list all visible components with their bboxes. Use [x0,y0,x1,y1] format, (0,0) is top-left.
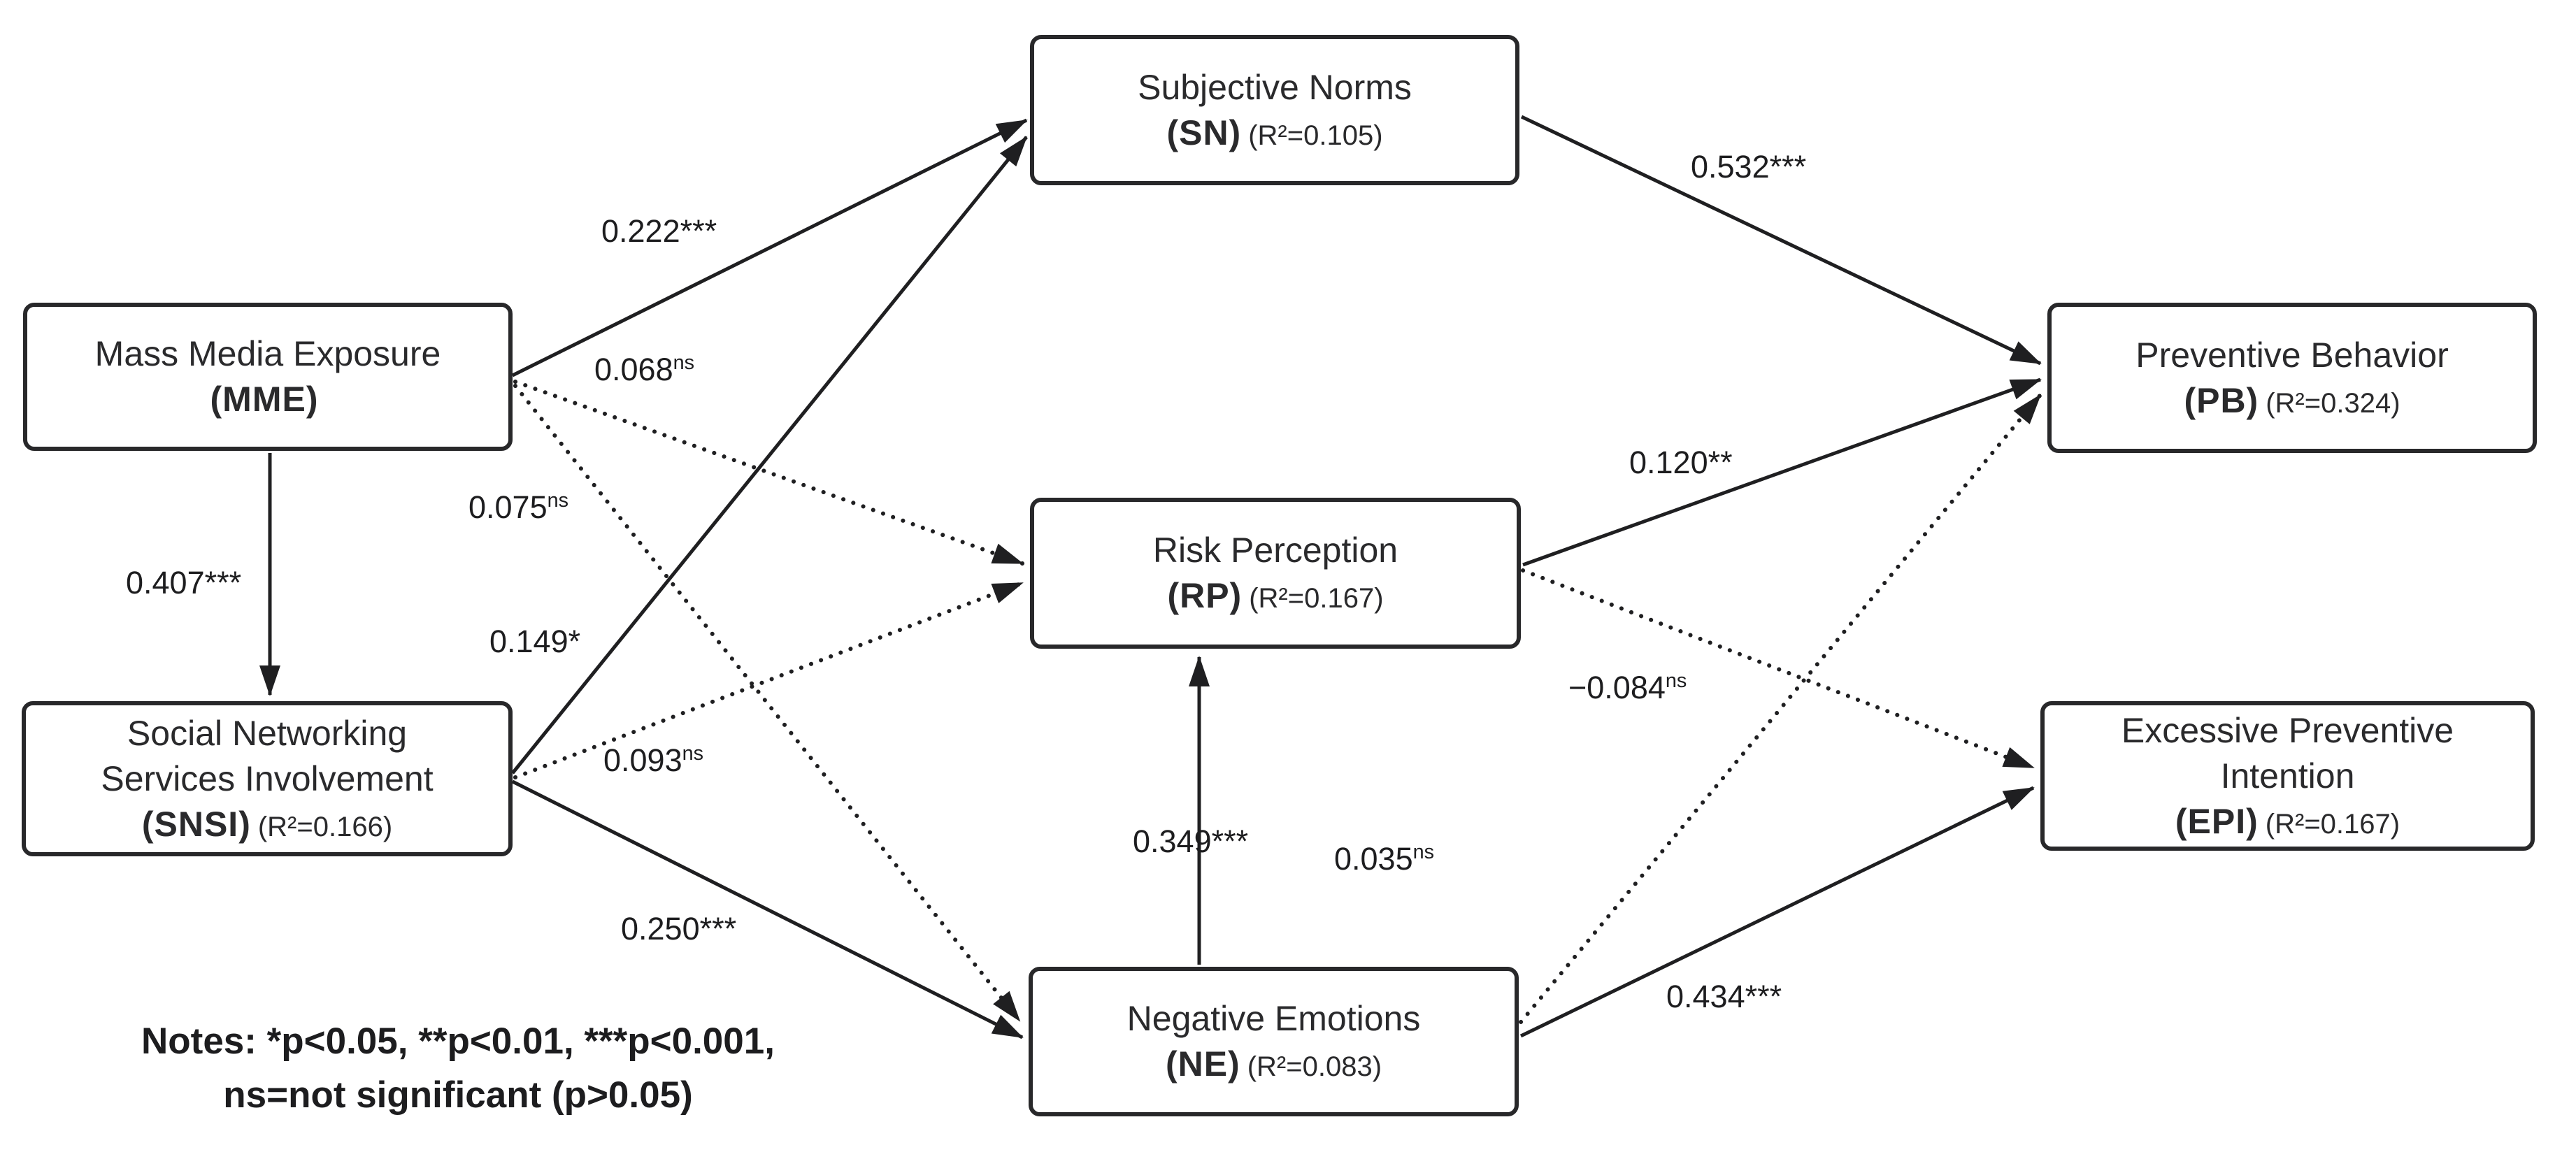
notes-line-1: Notes: *p<0.05, **p<0.01, ***p<0.001, [141,1021,775,1062]
edge-snsi-ne [511,779,1024,1039]
node-mass-media-exposure: Mass Media Exposure (MME) [23,303,513,451]
edge-mme-sn [511,118,1028,377]
node-excessive-preventive-intention: Excessive Preventive Intention (EPI)(R²=… [2040,701,2535,851]
edge-rp-pb [1522,377,2042,567]
edge-ne-epi [1519,786,2035,1038]
node-title: Excessive Preventive Intention [2121,710,2454,796]
node-r2: (R²=0.105) [1248,120,1383,151]
coef-ne-epi: 0.434*** [1666,979,1782,1014]
edge-rp-epi [1521,568,2035,770]
notes-line-2: ns=not significant (p>0.05) [223,1074,693,1116]
coef-mme-ne: 0.075ns [468,489,569,525]
coef-ne-rp: 0.349*** [1133,823,1249,859]
node-abbr: (NE) [1165,1044,1240,1084]
coef-snsi-rp: 0.093ns [603,742,704,778]
node-title: Subjective Norms [1138,67,1412,107]
node-subjective-norms: Subjective Norms (SN)(R²=0.105) [1030,35,1519,185]
node-abbr: (MME) [210,380,319,419]
edge-mme-ne [513,384,1022,1023]
node-abbr: (SNSI) [141,804,251,844]
coef-sn-pb: 0.532*** [1691,149,1807,185]
node-r2: (R²=0.167) [2265,808,2400,840]
significance-notes: Notes: *p<0.05, **p<0.01, ***p<0.001, ns… [98,1015,818,1123]
node-abbr: (RP) [1167,576,1243,615]
node-preventive-behavior: Preventive Behavior (PB)(R²=0.324) [2047,303,2537,453]
node-r2: (R²=0.167) [1249,583,1384,614]
node-sns-involvement: Social Networking Services Involvement (… [22,701,513,856]
node-risk-perception: Risk Perception (RP)(R²=0.167) [1030,498,1521,649]
node-r2: (R²=0.166) [257,811,393,842]
node-title: Social Networking Services Involvement [101,713,434,798]
edge-sn-pb [1520,115,2042,366]
node-negative-emotions: Negative Emotions (NE)(R²=0.083) [1029,967,1519,1116]
node-title: Mass Media Exposure [94,334,441,373]
coef-rp-pb: 0.120** [1629,445,1733,480]
node-title: Risk Perception [1152,531,1398,570]
node-r2: (R²=0.324) [2266,387,2400,419]
node-abbr: (EPI) [2175,801,2259,841]
coef-mme-rp: 0.068ns [594,352,695,387]
node-title: Negative Emotions [1126,999,1421,1038]
coef-ne-pb: 0.035ns [1334,841,1435,877]
node-r2: (R²=0.083) [1247,1051,1382,1082]
coef-snsi-ne: 0.250*** [621,911,737,947]
node-abbr: (PB) [2184,380,2259,420]
edge-ne-pb [1519,393,2042,1024]
coef-mme-snsi: 0.407*** [126,565,242,600]
node-title: Preventive Behavior [2135,335,2449,375]
coef-rp-epi: −0.084ns [1568,670,1687,705]
coef-snsi-sn: 0.149* [489,624,581,659]
edge-snsi-rp [513,581,1024,779]
edge-snsi-sn [511,136,1028,775]
node-abbr: (SN) [1166,113,1242,152]
coef-mme-sn: 0.222*** [601,213,717,249]
edge-mme-rp [513,380,1024,566]
